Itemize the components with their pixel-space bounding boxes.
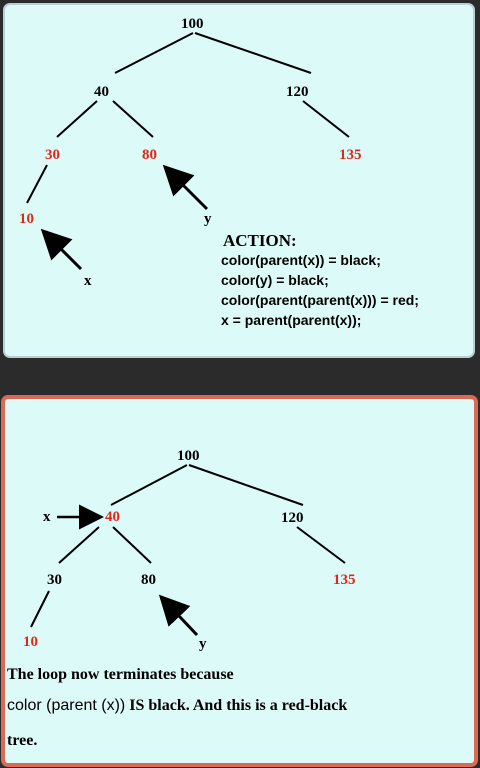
tree-edges-after — [30, 464, 346, 637]
node-80: 80 — [141, 572, 156, 588]
node-80: 80 — [142, 147, 157, 163]
node-120: 120 — [281, 510, 304, 526]
action-line: color(parent(x)) = black; — [221, 252, 381, 268]
label-x: x — [84, 273, 92, 289]
edge-100-120 — [194, 32, 312, 74]
node-40: 40 — [105, 509, 120, 525]
node-10: 10 — [23, 634, 38, 650]
arrow-y — [158, 594, 199, 637]
caption-code: color (parent (x)) — [7, 697, 126, 714]
node-120: 120 — [286, 84, 309, 100]
node-30: 30 — [45, 147, 60, 163]
caption-line-2: color (parent (x)) IS black. And this is… — [7, 698, 347, 714]
edge-40-30 — [58, 526, 100, 564]
edge-100-40 — [110, 464, 188, 506]
edge-40-80 — [112, 526, 152, 564]
action-title: ACTION: — [223, 231, 297, 250]
edge-30-10 — [30, 590, 50, 628]
edge-40-80 — [112, 100, 154, 138]
node-100: 100 — [177, 448, 200, 464]
edge-30-10 — [26, 164, 48, 204]
action-line: color(y) = black; — [221, 272, 329, 288]
edge-40-30 — [56, 100, 98, 138]
slide-after: 100 40 120 30 80 135 10 x y The loop now… — [1, 395, 478, 767]
node-40: 40 — [94, 84, 109, 100]
label-x: x — [43, 509, 51, 525]
edge-120-135 — [296, 526, 346, 564]
caption-line-3: tree. — [7, 732, 38, 749]
caption-line-1: The loop now terminates because — [7, 666, 234, 683]
node-100: 100 — [181, 16, 204, 32]
slide-before: 100 40 120 30 80 135 10 x y ACTION: colo… — [3, 3, 475, 358]
node-30: 30 — [47, 572, 62, 588]
node-135: 135 — [339, 147, 362, 163]
arrow-x — [40, 228, 83, 271]
node-10: 10 — [19, 211, 34, 227]
edge-120-135 — [302, 100, 350, 138]
caption-text: IS black. And this is a red-black — [125, 697, 348, 714]
action-line: x = parent(parent(x)); — [221, 312, 362, 328]
label-y: y — [199, 636, 207, 652]
edge-100-120 — [188, 464, 304, 506]
tree-edges-before — [26, 32, 350, 271]
label-y: y — [204, 211, 212, 227]
edge-100-40 — [114, 32, 194, 74]
arrow-y — [162, 164, 209, 211]
node-135: 135 — [333, 572, 356, 588]
action-line: color(parent(parent(x))) = red; — [221, 292, 419, 308]
